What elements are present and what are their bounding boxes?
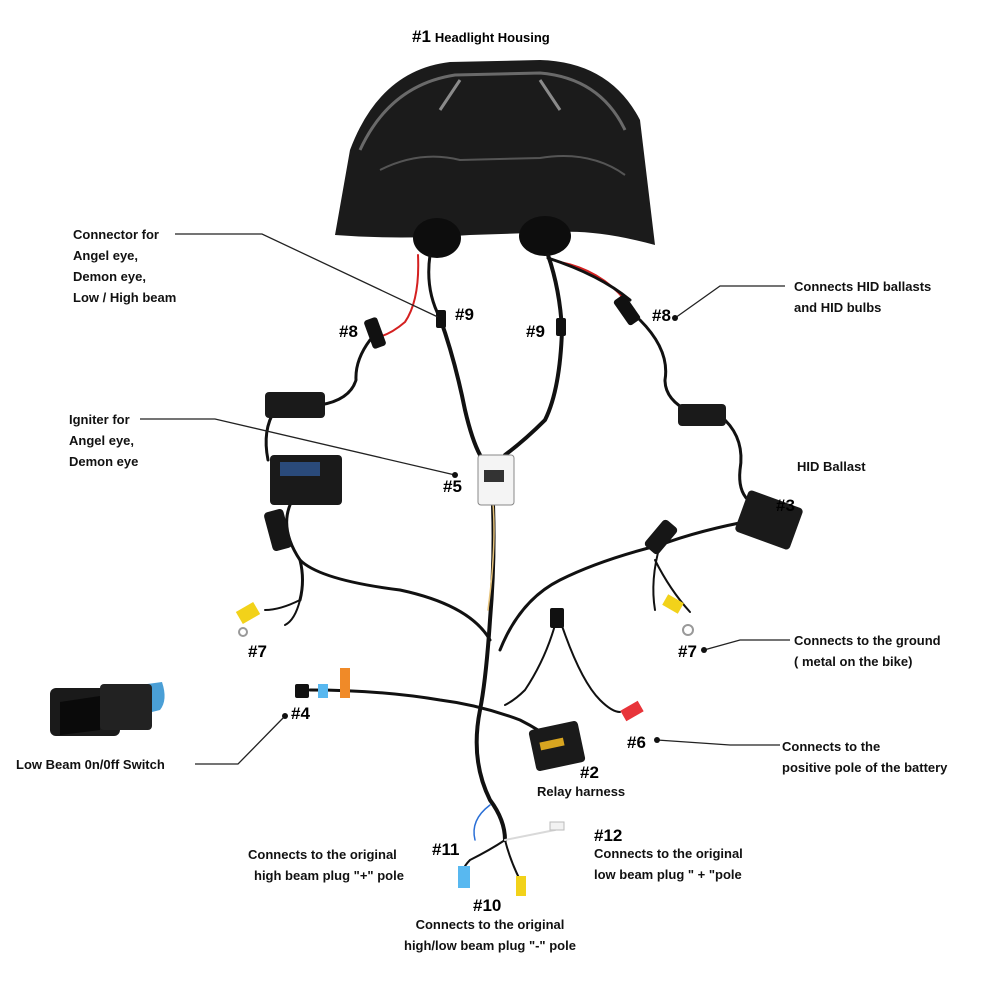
callout-igniter-line: Angel eye,	[69, 433, 135, 448]
part-number-7-left: #7	[248, 642, 267, 661]
callout-low-plus-line: Connects to the original	[594, 846, 743, 861]
callout-battery: Connects to the positive pole of the bat…	[782, 736, 947, 778]
part-number-7-right: #7	[678, 642, 697, 661]
part-number-11: #11	[432, 840, 460, 859]
part-number-3: #3	[776, 496, 795, 515]
part-number-5: #5	[443, 477, 462, 496]
callout-hid-ballast: HID Ballast	[797, 456, 866, 477]
callout-ground-line: ( metal on the bike)	[794, 654, 913, 669]
callout-high-plus-line: Connects to the original	[248, 847, 397, 862]
callout-hid-connect: Connects HID ballasts and HID bulbs	[794, 276, 931, 318]
part-number-2: #2	[580, 763, 599, 782]
connectors	[264, 294, 678, 698]
callout-minus-line: high/low beam plug "-" pole	[404, 938, 576, 953]
callout-ground: Connects to the ground ( metal on the bi…	[794, 630, 941, 672]
callout-connector-line: Connector for	[73, 227, 159, 242]
part-number-10: #10	[473, 896, 502, 915]
callout-ground-line: Connects to the ground	[794, 633, 941, 648]
callout-connector-line: Low / High beam	[73, 290, 177, 305]
callout-igniter-line: Demon eye	[69, 454, 139, 469]
callout-battery-line: Connects to the	[782, 739, 881, 754]
part-number-4: #4	[291, 704, 310, 723]
ballast-right	[735, 490, 803, 550]
callout-switch: Low Beam 0n/0ff Switch	[16, 754, 165, 775]
part-number-9-right: #9	[526, 322, 545, 341]
callout-hid-ballast-text: HID Ballast	[797, 459, 866, 474]
relay-block	[528, 608, 586, 771]
callout-switch-text: Low Beam 0n/0ff Switch	[16, 757, 165, 772]
terminals	[235, 594, 694, 896]
callout-relay: Relay harness	[537, 781, 625, 802]
leader-dots	[282, 315, 707, 743]
ballast-left	[270, 455, 342, 505]
part-number-8-left: #8	[339, 322, 358, 341]
callout-battery-line: positive pole of the battery	[782, 760, 948, 775]
callout-connector: Connector for Angel eye, Demon eye, Low …	[73, 224, 176, 308]
callout-connector-line: Demon eye,	[73, 269, 146, 284]
switch-device	[50, 682, 165, 736]
part-number-6: #6	[627, 733, 646, 752]
callout-igniter: Igniter for Angel eye, Demon eye	[69, 409, 138, 472]
callout-minus: Connects to the original high/low beam p…	[404, 914, 576, 956]
headlight-housing	[335, 60, 655, 258]
callout-minus-line: Connects to the original	[415, 917, 565, 932]
callout-hid-connect-line: and HID bulbs	[794, 300, 882, 315]
callout-high-plus-line: high beam plug "+" pole	[254, 868, 404, 883]
igniter-left	[265, 392, 325, 418]
callout-igniter-line: Igniter for	[69, 412, 130, 427]
title-number: #1	[412, 27, 431, 46]
control-module	[477, 454, 515, 506]
callout-hid-connect-line: Connects HID ballasts	[794, 279, 932, 294]
callout-low-plus: Connects to the original low beam plug "…	[594, 843, 743, 885]
igniter-right	[678, 404, 726, 426]
callout-relay-text: Relay harness	[537, 784, 626, 799]
callout-connector-line: Angel eye,	[73, 248, 139, 263]
title-text: Headlight Housing	[434, 30, 550, 45]
wire-harness	[264, 253, 757, 881]
callout-low-plus-line: low beam plug " + "pole	[594, 867, 742, 882]
part-number-12: #12	[594, 826, 623, 845]
callout-high-plus: Connects to the original high beam plug …	[248, 844, 404, 886]
part-number-8-right: #8	[652, 306, 671, 325]
part-number-9-left: #9	[455, 305, 474, 324]
leader-lines	[140, 233, 790, 765]
